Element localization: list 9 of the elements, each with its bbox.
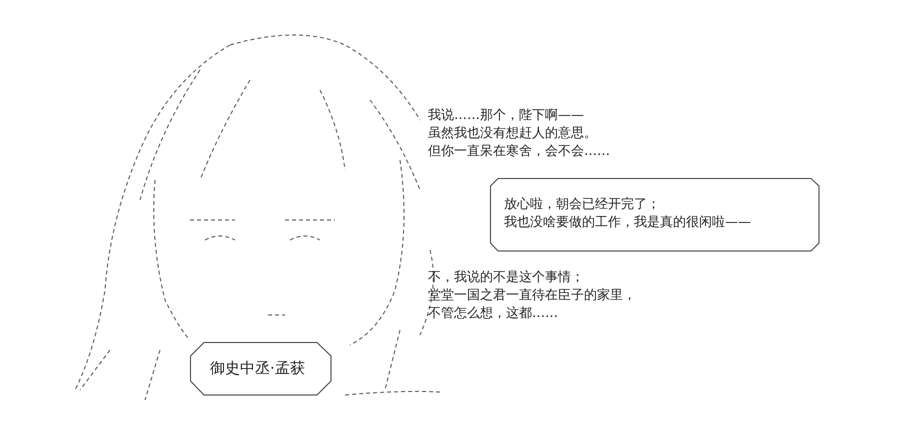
speech-text: 不管怎么想，这都…… [428, 306, 558, 322]
speech-text: 不，我说的不是这个事情； [428, 270, 584, 286]
speech-text: 放心啦，朝会已经开完了； [504, 197, 660, 213]
speech-text: 堂堂一国之君一直待在臣子的家里， [428, 288, 636, 304]
speech-text: 我也没啥要做的工作，我是真的很闲啦—— [504, 215, 751, 231]
name-text: 御史中丞·孟获 [210, 360, 305, 376]
speech-text: 虽然我也没有想赶人的意思。 [428, 126, 597, 142]
speech-text: 但你一直呆在寒舍，会不会…… [428, 144, 610, 160]
speech-text: 我说……那个，陛下啊—— [428, 108, 584, 124]
